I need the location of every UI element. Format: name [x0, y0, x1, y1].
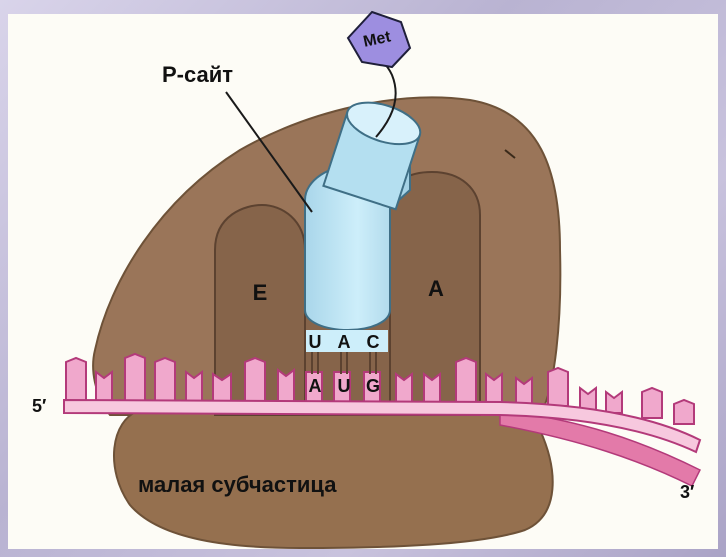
site-a-label: A [428, 276, 444, 301]
five-prime-label: 5′ [32, 396, 46, 416]
anticodon-base-2: A [338, 332, 351, 352]
codon-base-3: G [366, 376, 380, 396]
codon-base-1: A [309, 376, 322, 396]
three-prime-label: 3′ [680, 482, 694, 502]
anticodon-base-1: U [309, 332, 322, 352]
p-site-label: Р-сайт [162, 62, 233, 87]
small-subunit-label: малая субчастица [138, 472, 337, 497]
anticodon-base-3: C [367, 332, 380, 352]
site-e-label: E [253, 280, 268, 305]
codon-base-2: U [338, 376, 351, 396]
